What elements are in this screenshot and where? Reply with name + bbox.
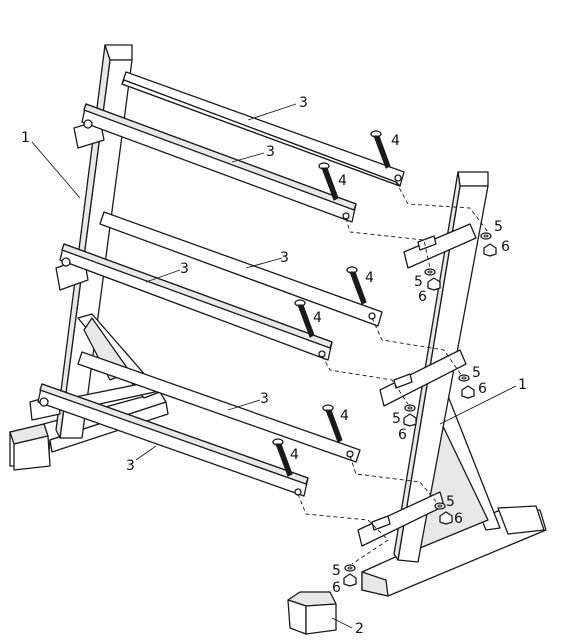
shelf-label: 3 (280, 250, 289, 266)
shelf-label: 3 (299, 95, 308, 111)
bolt-label: 4 (313, 310, 322, 326)
bolts (272, 130, 391, 477)
washer-icon (404, 404, 416, 412)
nut-label: 6 (332, 580, 341, 596)
bolt-label: 4 (290, 447, 299, 463)
nut-icon (427, 277, 441, 291)
shelf-label: 3 (180, 261, 189, 277)
shelf-label: 3 (126, 458, 135, 474)
bolt-icon (272, 438, 293, 477)
washer-icon (458, 374, 470, 382)
right-frame (357, 171, 547, 597)
bolt-icon (294, 299, 315, 338)
washer-icon (344, 564, 356, 572)
washer-label: 5 (494, 219, 503, 235)
part-labels: 1 1 2 3 3 3 3 3 3 4 4 4 4 4 4 5 6 5 6 5 … (21, 95, 527, 637)
washer-label: 5 (392, 411, 401, 427)
nut-icon (343, 573, 357, 587)
washer-icon (480, 232, 492, 240)
bolt-icon (322, 404, 343, 443)
bolt-label: 4 (338, 173, 347, 189)
washer-label: 5 (472, 365, 481, 381)
nut-label: 6 (478, 381, 487, 397)
nut-icon (403, 413, 417, 427)
foot-cap-label: 2 (355, 621, 364, 637)
nut-label: 6 (501, 239, 510, 255)
nut-label: 6 (398, 427, 407, 443)
bolt-label: 4 (340, 408, 349, 424)
washers-and-nuts (343, 232, 497, 587)
washer-icon (434, 502, 446, 510)
shelf-label: 3 (260, 391, 269, 407)
bolt-icon (318, 162, 339, 201)
washer-label: 5 (414, 274, 423, 290)
frame-label: 1 (21, 130, 30, 146)
washer-icon (424, 268, 436, 276)
nut-label: 6 (418, 289, 427, 305)
bolt-icon (346, 266, 367, 305)
bolt-label: 4 (391, 133, 400, 149)
bolt-label: 4 (365, 270, 374, 286)
leader-lines (31, 103, 517, 629)
foot-cap (287, 591, 337, 635)
nut-icon (439, 511, 453, 525)
bolt-icon (370, 130, 391, 169)
nut-icon (461, 385, 475, 399)
nut-icon (483, 243, 497, 257)
nut-label: 6 (454, 511, 463, 527)
assembly-paths (297, 181, 489, 565)
washer-label: 5 (446, 494, 455, 510)
washer-label: 5 (332, 563, 341, 579)
shelf-label: 3 (266, 144, 275, 160)
shelves (37, 71, 405, 497)
frame-label: 1 (518, 377, 527, 393)
